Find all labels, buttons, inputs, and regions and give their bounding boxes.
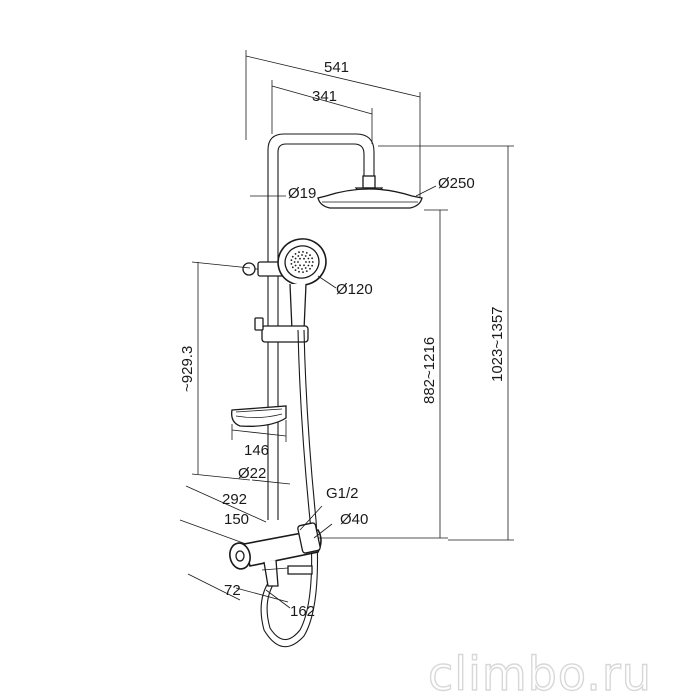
nozzle-dot: [305, 270, 308, 272]
thermostatic-mixer: [229, 522, 322, 587]
label-soap-dish-width: 146: [244, 442, 269, 459]
nozzle-dot: [302, 271, 304, 273]
nozzle-dot: [311, 261, 314, 263]
nozzle-dot: [303, 264, 305, 267]
nozzle-dot: [290, 259, 293, 261]
nozzle-dot: [311, 264, 313, 267]
nozzle-dot: [294, 269, 297, 271]
nozzle-dot: [293, 261, 296, 263]
dimension-lines: [179, 50, 514, 609]
label-hand-shower-diameter: Ø120: [336, 281, 373, 298]
nozzle-dot: [309, 267, 311, 270]
nozzle-dot: [302, 251, 304, 253]
nozzle-dot: [305, 261, 307, 263]
label-rail-diameter: Ø19: [288, 185, 316, 202]
nozzle-pattern: [290, 251, 314, 273]
overhead-shower-head: [317, 175, 423, 209]
nozzle-dot: [290, 263, 293, 265]
label-overall-width: 541: [324, 59, 349, 76]
label-lower-pipe-diameter: Ø22: [238, 465, 266, 482]
shower-column: [229, 133, 423, 648]
hand-shower: [277, 238, 327, 331]
nozzle-dot: [304, 255, 307, 257]
nozzle-dot: [308, 261, 311, 263]
nozzle-dot: [294, 257, 297, 260]
nozzle-dot: [298, 270, 300, 273]
nozzle-dot: [297, 255, 300, 257]
nozzle-dot: [291, 266, 294, 269]
label-mixer-diameter: Ø40: [340, 511, 368, 528]
nozzle-dot: [309, 254, 311, 257]
nozzle-dot: [294, 253, 297, 255]
label-thread: G1/2: [326, 485, 359, 502]
label-spout-72: 72: [224, 582, 241, 599]
nozzle-dot: [305, 252, 308, 254]
nozzle-dot: [301, 268, 303, 270]
label-arm-reach: 341: [312, 88, 337, 105]
label-bracket-height: ~929.3: [179, 346, 196, 392]
watermark-logo: climbo.ru: [428, 647, 652, 700]
slide-holder: [254, 317, 309, 343]
nozzle-dot: [307, 264, 310, 267]
nozzle-dot: [294, 264, 297, 267]
nozzle-dot: [297, 261, 299, 263]
nozzle-dot: [291, 255, 294, 258]
label-spout-162: 162: [290, 603, 315, 620]
nozzle-dot: [311, 257, 313, 260]
nozzle-dot: [299, 264, 301, 267]
shower-hose: [266, 329, 313, 641]
label-wall-distance-150: 150: [224, 511, 249, 528]
soap-dish: [231, 405, 287, 427]
label-wall-distance-292: 292: [222, 491, 247, 508]
label-total-height: 1023~1357: [489, 307, 506, 383]
nozzle-dot: [301, 254, 303, 256]
nozzle-dot: [299, 257, 301, 260]
label-overhead-diameter: Ø250: [438, 175, 475, 192]
nozzle-dot: [307, 257, 310, 260]
label-adjustable-height: 882~1216: [421, 337, 438, 404]
nozzle-dot: [298, 251, 300, 254]
nozzle-dot: [303, 257, 305, 260]
nozzle-dot: [304, 267, 307, 269]
dimension-labels: 541 341 Ø19 Ø250 Ø120 ~929.3 882~1216 10…: [179, 59, 506, 620]
nozzle-dot: [297, 267, 300, 269]
